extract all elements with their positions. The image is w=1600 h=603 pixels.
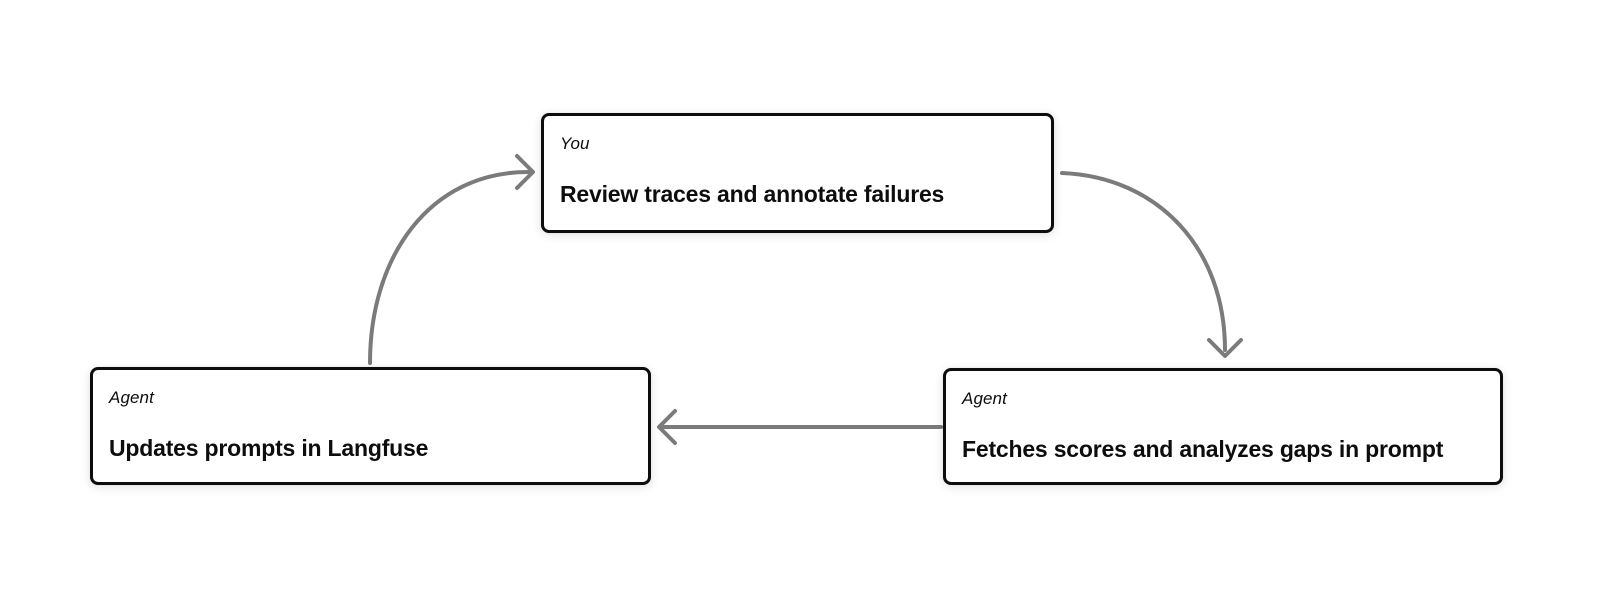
- node-title: Updates prompts in Langfuse: [109, 434, 429, 461]
- edge-review-traces-to-fetch-scores: [1060, 171, 1227, 352]
- edge-update-prompts-to-review-traces: [368, 170, 530, 365]
- node-role-label: Agent: [109, 388, 154, 407]
- node-role-label: You: [560, 134, 590, 153]
- node-role-label: Agent: [962, 389, 1007, 408]
- arrowhead-right-icon: [515, 154, 535, 190]
- node-title: Fetches scores and analyzes gaps in prom…: [962, 435, 1444, 462]
- node-title: Review traces and annotate failures: [560, 180, 945, 207]
- arrowhead-down-icon: [1207, 338, 1243, 358]
- arrowhead-left-icon: [657, 409, 677, 445]
